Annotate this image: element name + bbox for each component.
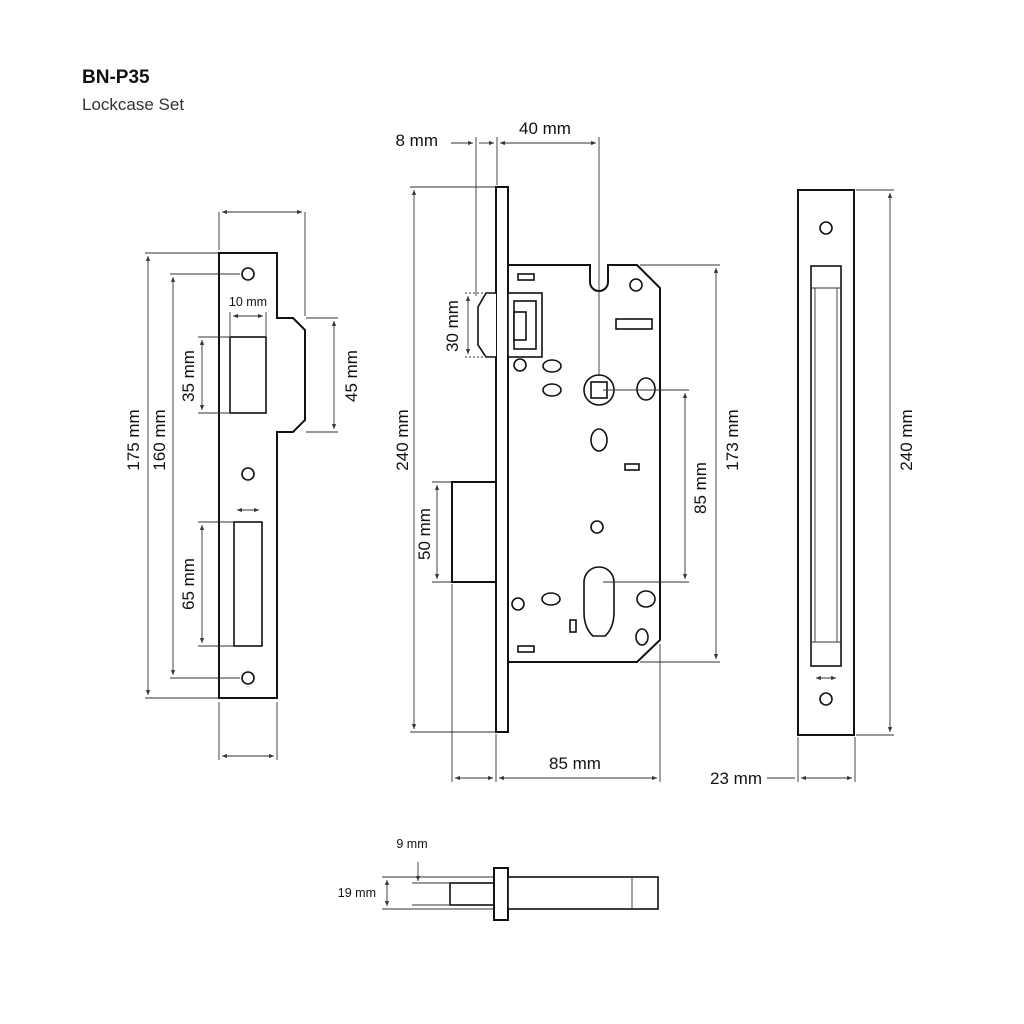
faceplate [495, 186, 509, 733]
rivet-hole [636, 377, 656, 401]
screw-hole-middle [241, 467, 255, 481]
dim-latch-width: 10 mm [229, 295, 267, 309]
lock-body-view: 8 mm 40 mm 30 mm 240 mm 50 mm 173 mm 85 … [393, 119, 742, 782]
rivet-hole [542, 383, 562, 397]
bolt-body [507, 876, 659, 910]
dim-strike-height-175: 175 mm [124, 409, 143, 470]
bolt-slot [810, 265, 842, 667]
screw-hole [513, 358, 527, 372]
faceplate-front-view: 240 mm 23 mm [710, 189, 916, 788]
dim-latch-height: 35 mm [179, 350, 198, 402]
cylinder-cutout [583, 566, 615, 637]
dim-case-depth: 85 mm [549, 754, 601, 773]
latch-bolt [477, 292, 543, 358]
dead-bolt [451, 481, 497, 583]
rivet-hole [635, 628, 649, 646]
dim-faceplate-height: 240 mm [393, 409, 412, 470]
rivet-hole [636, 590, 656, 608]
dim-dead-bolt-height: 50 mm [415, 508, 434, 560]
rivet-hole [542, 359, 562, 373]
screw-hole-bottom [819, 692, 833, 706]
dim-bolt-height: 19 mm [338, 886, 376, 900]
dim-bolt-throw: 9 mm [396, 837, 427, 851]
dim-faceplate-thickness: 8 mm [396, 131, 439, 150]
dim-case-height: 173 mm [723, 409, 742, 470]
product-subtitle: Lockcase Set [82, 95, 184, 114]
dim-latch-bolt-height: 30 mm [443, 300, 462, 352]
dim-front-width: 23 mm [710, 769, 762, 788]
slot [517, 273, 535, 281]
screw-hole [511, 597, 525, 611]
dim-bolt-height: 65 mm [179, 558, 198, 610]
latch-opening [229, 336, 267, 414]
rivet-hole [541, 592, 561, 606]
bolt-tongue [449, 882, 495, 906]
header: BN-P35 Lockcase Set [82, 67, 184, 114]
model-title: BN-P35 [82, 67, 150, 88]
strike-plate-view: 175 mm 160 mm 10 mm 35 mm 45 mm 65 mm [124, 209, 361, 760]
slot [624, 463, 640, 471]
screw-hole-top [819, 221, 833, 235]
rivet-hole [590, 428, 608, 452]
slot [517, 645, 535, 653]
screw-hole-top [241, 267, 255, 281]
screw-hole [590, 520, 604, 534]
bolt-faceplate [493, 867, 509, 921]
screw-hole [629, 278, 643, 292]
dim-backset: 40 mm [519, 119, 571, 138]
dim-lip-height: 45 mm [342, 350, 361, 402]
bolt-detail-view: 9 mm 19 mm [338, 837, 659, 921]
dim-center-distance: 85 mm [691, 462, 710, 514]
dim-front-height: 240 mm [897, 409, 916, 470]
slot [569, 619, 577, 633]
screw-hole-bottom [241, 671, 255, 685]
slot [615, 318, 653, 330]
dim-strike-height-160: 160 mm [150, 409, 169, 470]
bolt-opening [233, 521, 263, 647]
